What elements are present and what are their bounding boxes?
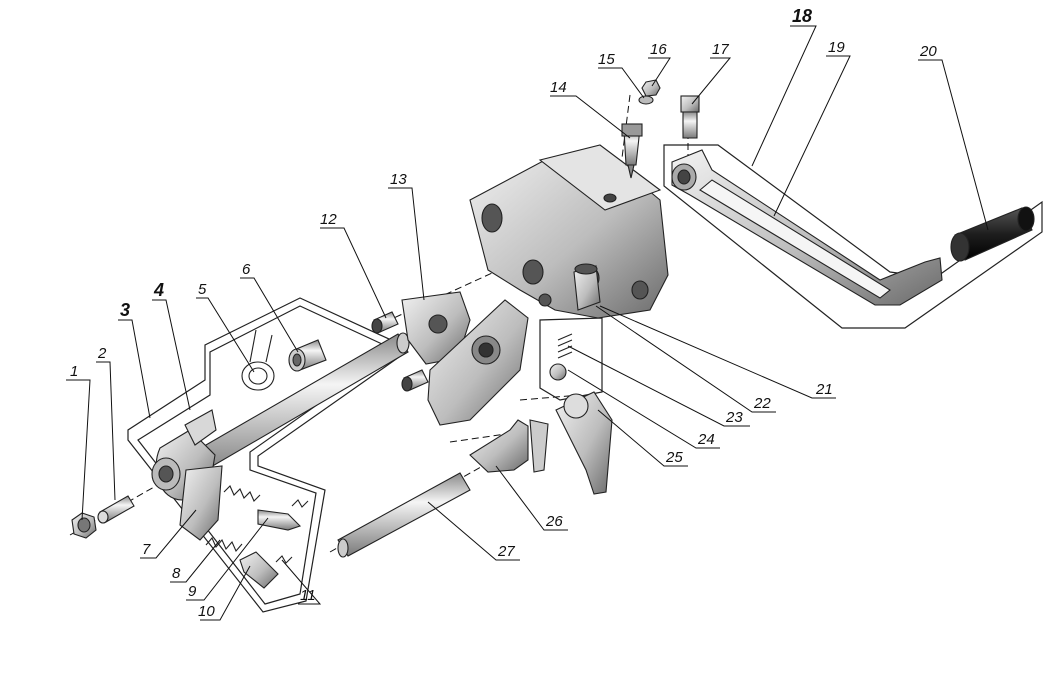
part-24-spring bbox=[557, 333, 573, 359]
leader-20 bbox=[918, 59, 989, 231]
part-5-torsion-spring bbox=[241, 329, 275, 391]
part-25-ball bbox=[549, 363, 567, 381]
callout-22: 22 bbox=[753, 395, 771, 412]
callout-6: 6 bbox=[242, 261, 251, 278]
leader-11 bbox=[281, 559, 322, 605]
leader-1 bbox=[66, 379, 91, 521]
callout-14: 14 bbox=[550, 79, 567, 96]
part-1-nut bbox=[71, 512, 97, 539]
part-9-plunger bbox=[257, 509, 302, 531]
leader-3 bbox=[118, 319, 151, 419]
callout-24: 24 bbox=[697, 431, 715, 448]
part-7-lever bbox=[179, 465, 223, 541]
leader-25 bbox=[597, 409, 688, 467]
leader-14 bbox=[550, 95, 631, 139]
callout-16: 16 bbox=[650, 41, 667, 58]
leader-2 bbox=[96, 361, 116, 501]
leader-23 bbox=[567, 345, 750, 427]
callout-4: 4 bbox=[153, 280, 164, 300]
part-19-pedal-lever bbox=[671, 149, 943, 306]
leader-12 bbox=[320, 227, 387, 319]
callout-5: 5 bbox=[198, 281, 207, 298]
leader-8 bbox=[170, 539, 221, 583]
part-2-pin bbox=[97, 495, 135, 524]
callout-20: 20 bbox=[919, 43, 937, 60]
callout-15: 15 bbox=[598, 51, 615, 68]
part-13-cover-plate bbox=[401, 291, 529, 426]
part-26-shift-fork bbox=[469, 391, 613, 495]
leader-6 bbox=[240, 277, 299, 353]
part-20-rubber-grip bbox=[950, 206, 1035, 262]
callout-19: 19 bbox=[828, 39, 845, 56]
leader-16 bbox=[648, 57, 671, 87]
callout-7: 7 bbox=[142, 541, 151, 558]
leader-17 bbox=[691, 57, 732, 105]
part-14-adjuster-screw bbox=[621, 123, 643, 179]
callout-18: 18 bbox=[792, 6, 812, 26]
callout-2: 2 bbox=[97, 345, 107, 362]
callout-labels: 1 2 3 4 5 6 7 8 9 10 11 12 13 14 15 16 1… bbox=[70, 6, 937, 620]
leader-26 bbox=[495, 465, 568, 531]
part-6-bushing bbox=[288, 339, 327, 372]
part-12-bolts bbox=[371, 311, 429, 392]
leader-7 bbox=[140, 509, 197, 559]
part-23-bushing bbox=[573, 263, 601, 311]
callout-1: 1 bbox=[70, 363, 78, 380]
callout-3: 3 bbox=[120, 300, 130, 320]
part-16-nut bbox=[641, 79, 661, 97]
callout-26: 26 bbox=[545, 513, 563, 530]
callout-13: 13 bbox=[390, 171, 407, 188]
callout-10: 10 bbox=[198, 603, 215, 620]
callout-11: 11 bbox=[300, 587, 316, 604]
leader-13 bbox=[388, 187, 425, 301]
leader-21 bbox=[599, 305, 836, 399]
part-10-pawl bbox=[239, 551, 279, 589]
leader-18 bbox=[751, 25, 817, 167]
leader-27 bbox=[427, 501, 520, 561]
callout-23: 23 bbox=[725, 409, 743, 426]
leader-22 bbox=[595, 305, 776, 413]
callout-12: 12 bbox=[320, 211, 337, 228]
callout-21: 21 bbox=[815, 381, 833, 398]
callout-25: 25 bbox=[665, 449, 683, 466]
callout-17: 17 bbox=[712, 41, 729, 58]
leader-5 bbox=[196, 297, 255, 373]
leader-15 bbox=[598, 67, 645, 99]
callout-27: 27 bbox=[497, 543, 515, 560]
leader-9 bbox=[186, 517, 269, 601]
callout-9: 9 bbox=[188, 583, 197, 600]
leader-10 bbox=[200, 565, 251, 621]
group-frame-4 bbox=[137, 305, 397, 605]
part-8-spring bbox=[205, 485, 261, 553]
leader-24 bbox=[567, 369, 720, 449]
part-17-bolt bbox=[680, 95, 700, 139]
part-15-washer bbox=[638, 95, 654, 105]
leader-lines bbox=[66, 25, 989, 621]
gearbox-housing bbox=[469, 144, 669, 319]
part-27-fork-rod bbox=[337, 472, 471, 558]
part-11-small-spring bbox=[275, 499, 309, 564]
leader-4 bbox=[152, 299, 191, 411]
callout-8: 8 bbox=[172, 565, 181, 582]
leader-19 bbox=[773, 55, 851, 217]
group-frame-18 bbox=[663, 144, 1043, 329]
